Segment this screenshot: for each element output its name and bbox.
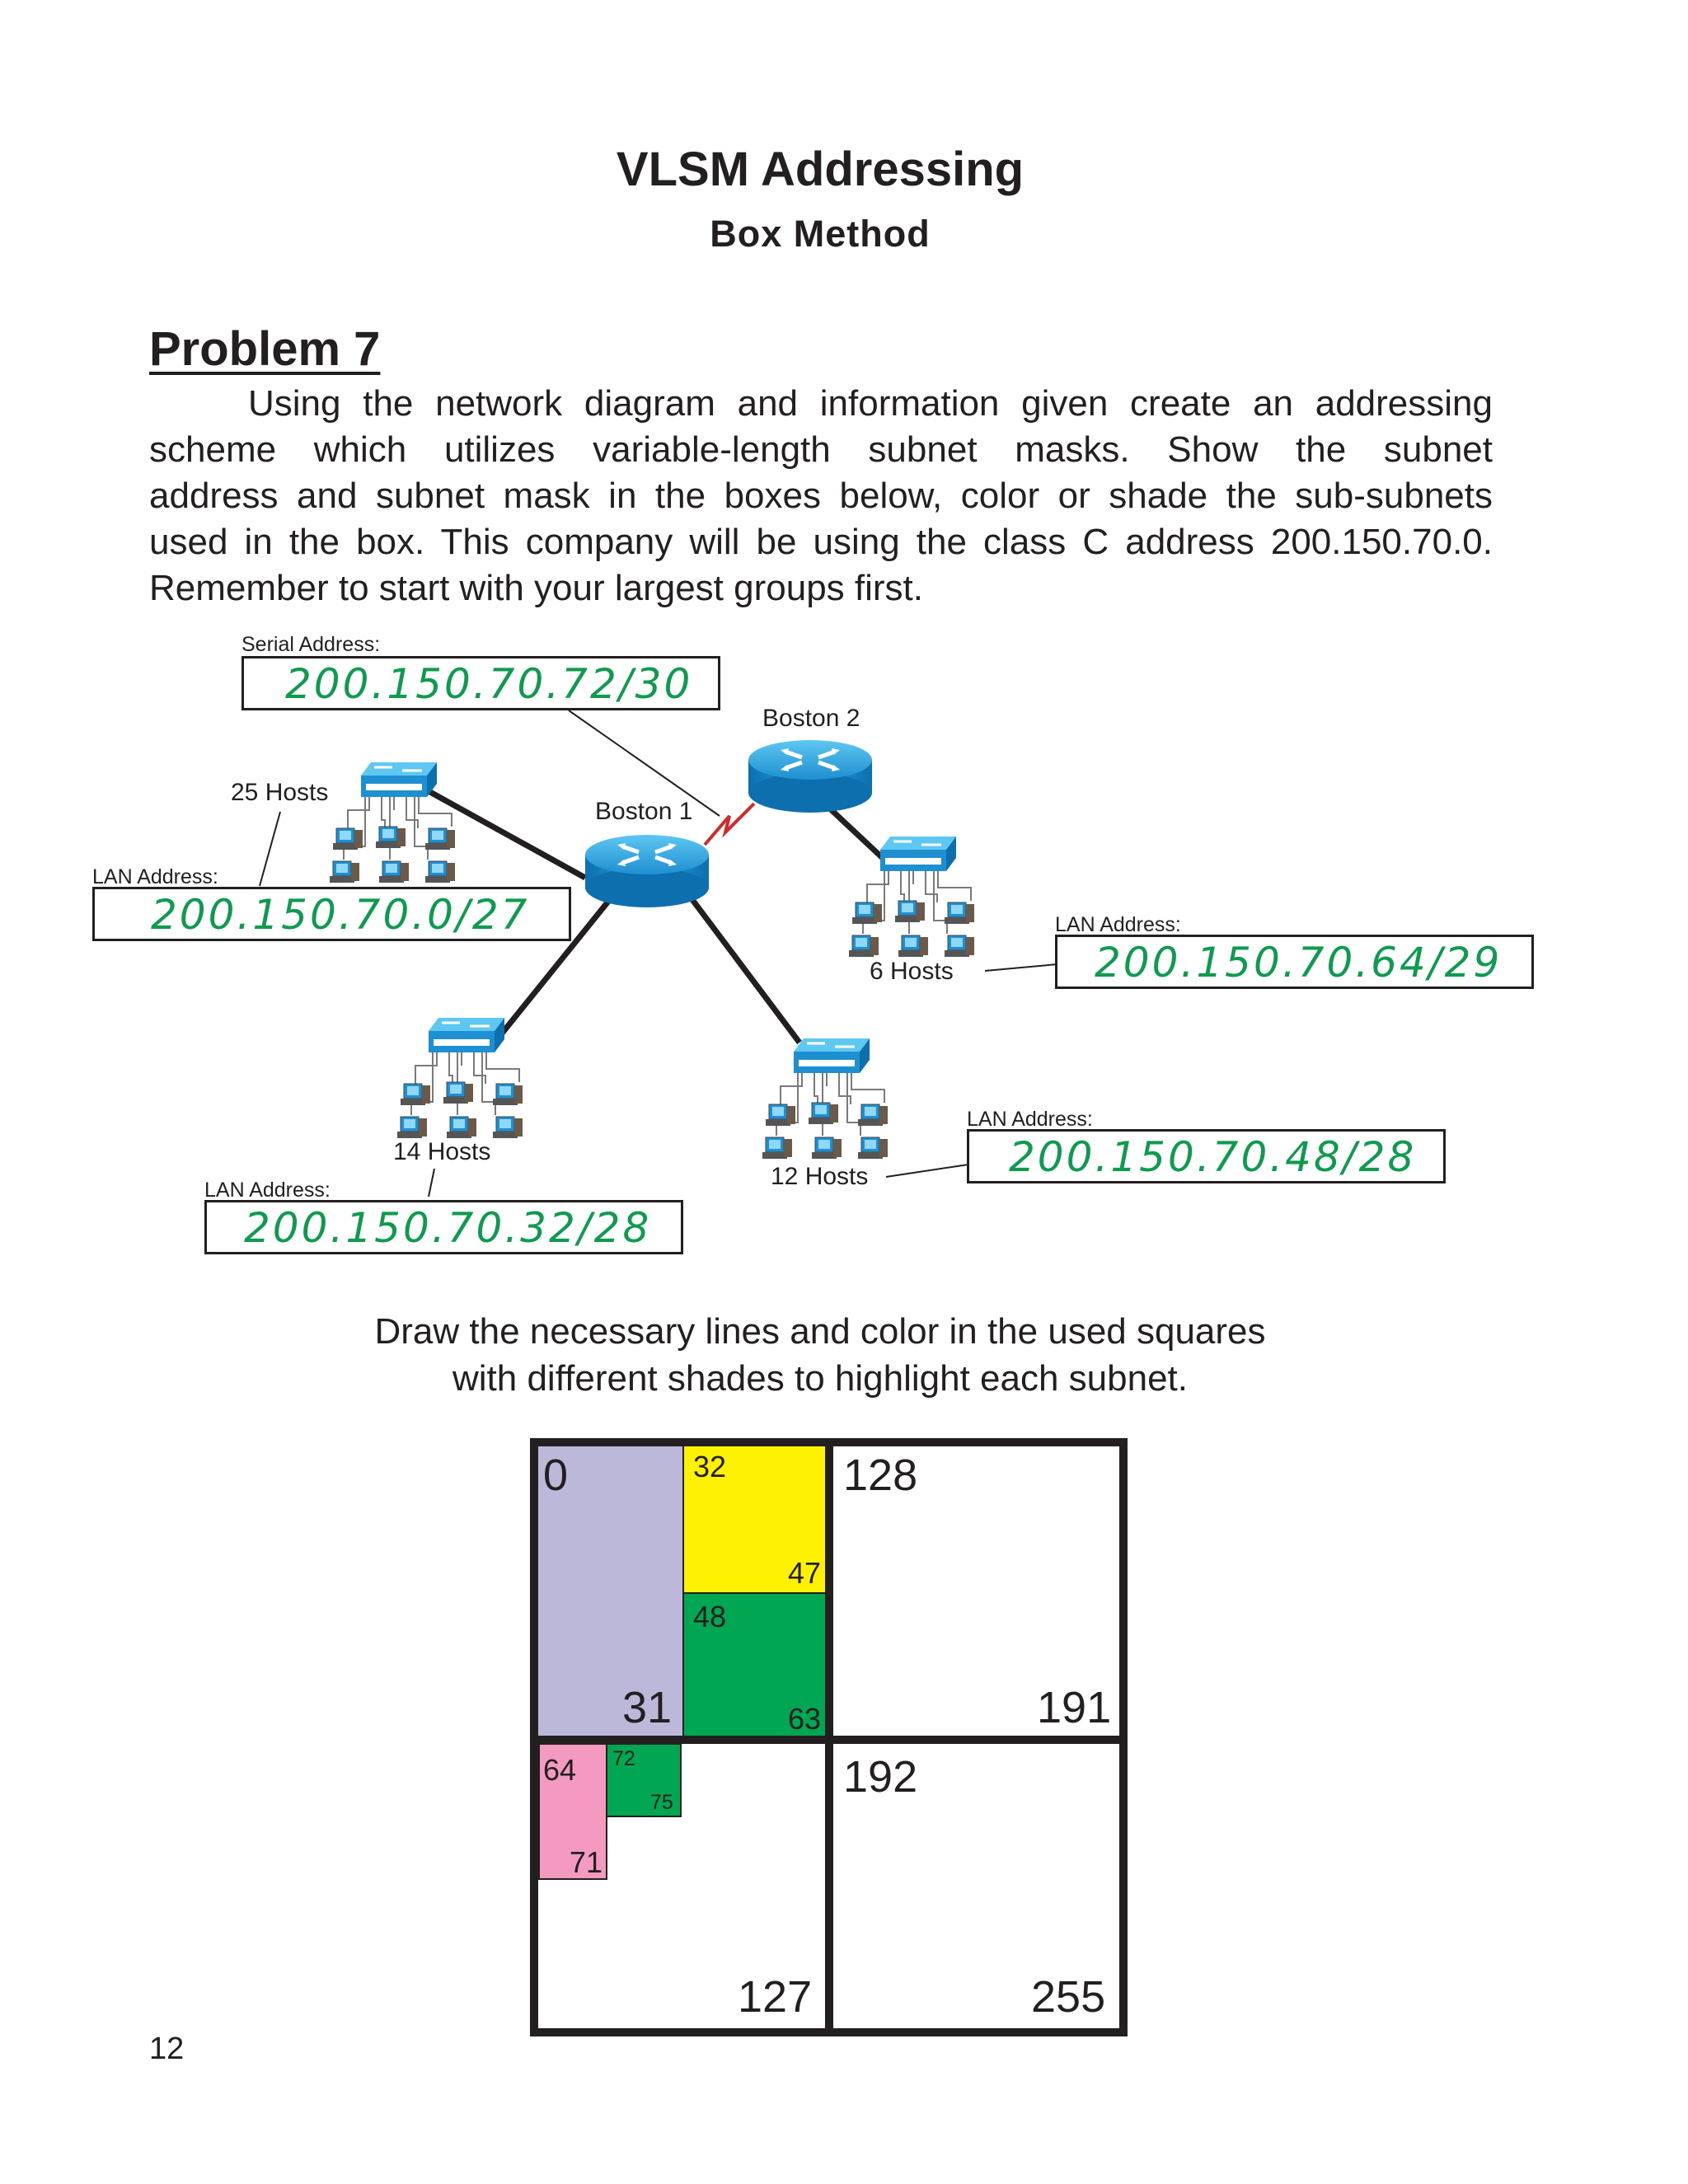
lan-25-hosts xyxy=(330,762,455,883)
box-number: 31 xyxy=(622,1683,673,1732)
problem-paragraph: Using the network diagram and informatio… xyxy=(149,381,1493,612)
lan-address-label: LAN Address: xyxy=(1055,913,1181,936)
paragraph-line: scheme which utilizes variable-length su… xyxy=(149,429,1493,470)
lan-address-value: 200.150.70.64/29 xyxy=(1095,939,1503,987)
box-number: 72 xyxy=(612,1747,635,1770)
box-number: 191 xyxy=(1037,1683,1112,1732)
page-subtitle: Box Method xyxy=(710,213,931,255)
hosts-label-14: 14 Hosts xyxy=(393,1138,491,1165)
lan-address-value: 200.150.70.32/28 xyxy=(244,1204,652,1252)
subnet-block-0-31 xyxy=(538,1446,682,1736)
box-number: 127 xyxy=(738,1972,813,2022)
lan-address-box-12: 200.150.70.48/28 xyxy=(967,1129,1446,1183)
lan-address-box-25: 200.150.70.0/27 xyxy=(92,887,571,941)
box-number: 32 xyxy=(693,1450,727,1483)
lan-address-value: 200.150.70.0/27 xyxy=(151,891,530,939)
pointer-25-hosts xyxy=(259,811,281,887)
hosts-label-6: 6 Hosts xyxy=(870,958,954,985)
paragraph-line: Remember to start with your largest grou… xyxy=(149,568,923,608)
lan-address-box-6: 200.150.70.64/29 xyxy=(1055,935,1534,989)
lan-address-label: LAN Address: xyxy=(204,1179,331,1202)
lan-address-label: LAN Address: xyxy=(967,1108,1093,1131)
lan-14-hosts xyxy=(397,1018,523,1138)
instructions-line: Draw the necessary lines and color in th… xyxy=(374,1311,1266,1352)
box-number: 255 xyxy=(1031,1972,1106,2022)
router-boston-1 xyxy=(585,835,709,907)
pointer-12-hosts xyxy=(885,1164,969,1178)
grid-horizontal-divider xyxy=(530,1736,1128,1744)
serial-address-box: 200.150.70.72/30 xyxy=(241,656,720,710)
box-number: 47 xyxy=(788,1556,822,1590)
box-number: 71 xyxy=(570,1845,603,1879)
link-12-hosts xyxy=(686,892,802,1045)
subnet-block-32-47 xyxy=(682,1446,828,1592)
lan-12-hosts xyxy=(762,1038,888,1159)
box-number: 63 xyxy=(788,1702,822,1736)
box-number: 75 xyxy=(650,1791,673,1814)
subnet-block-64-71 xyxy=(538,1743,607,1880)
subnet-block-72-75 xyxy=(607,1743,682,1817)
instructions-line: with different shades to highlight each … xyxy=(452,1358,1188,1399)
router-boston-2 xyxy=(748,740,872,813)
paragraph-line: address and subnet mask in the boxes bel… xyxy=(149,476,1493,516)
page-number: 12 xyxy=(149,2032,185,2066)
box-number: 128 xyxy=(843,1451,918,1500)
serial-pointer xyxy=(568,710,720,817)
paragraph-line: Using the network diagram and informatio… xyxy=(248,383,1493,424)
paragraph-line: used in the box. This company will be us… xyxy=(149,522,1493,562)
hosts-label-12: 12 Hosts xyxy=(771,1163,869,1190)
link-14-hosts xyxy=(492,892,617,1045)
problem-heading: Problem 7 xyxy=(149,322,381,376)
box-number: 64 xyxy=(543,1753,577,1787)
box-number: 48 xyxy=(693,1600,727,1633)
lan-address-value: 200.150.70.48/28 xyxy=(1009,1133,1417,1181)
pointer-6-hosts xyxy=(984,963,1058,972)
instructions: Draw the necessary lines and color in th… xyxy=(0,1308,1640,1402)
serial-link xyxy=(703,802,756,846)
router-label-boston-2: Boston 2 xyxy=(762,705,860,732)
subnet-box-grid: 0 31 32 47 48 63 64 71 72 75 127 128 191… xyxy=(530,1438,1128,2036)
lan-6-hosts xyxy=(849,837,974,957)
pointer-14-hosts xyxy=(428,1168,435,1197)
serial-address-value: 200.150.70.72/30 xyxy=(285,660,693,708)
page-title: VLSM Addressing xyxy=(616,143,1025,196)
lan-address-box-14: 200.150.70.32/28 xyxy=(204,1200,683,1254)
subnet-block-48-63 xyxy=(682,1592,828,1736)
lan-address-label: LAN Address: xyxy=(92,865,218,888)
hosts-label-25: 25 Hosts xyxy=(231,779,329,806)
box-number: 0 xyxy=(543,1451,569,1500)
serial-address-label: Serial Address: xyxy=(241,633,381,656)
link-25-hosts xyxy=(427,788,587,881)
box-number: 192 xyxy=(843,1752,918,1802)
router-label-boston-1: Boston 1 xyxy=(595,798,693,825)
